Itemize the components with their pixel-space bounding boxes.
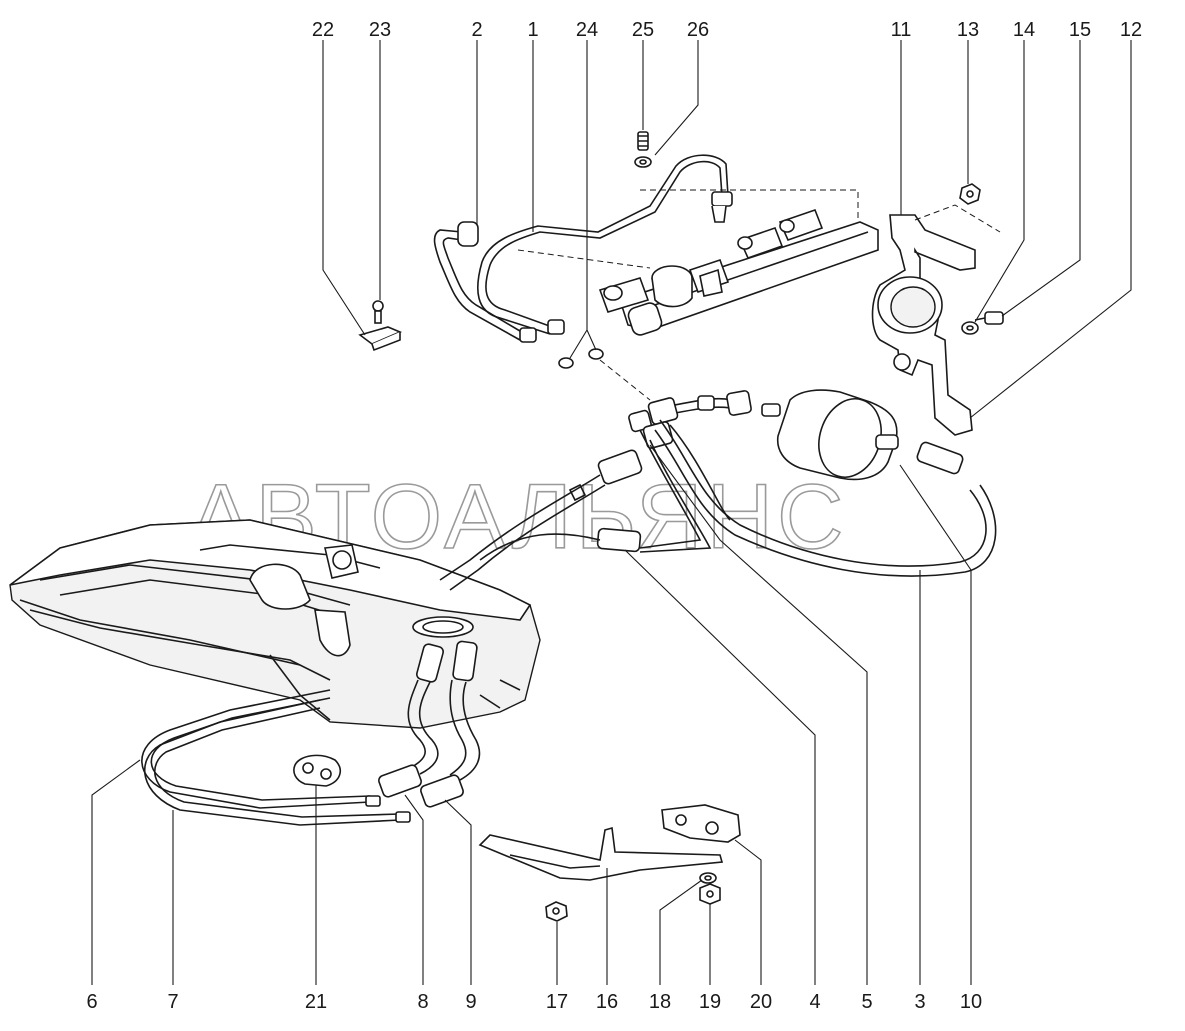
bolt-15 — [974, 311, 1004, 325]
fuel-pipe-1 — [476, 154, 733, 335]
clip-20 — [661, 804, 741, 843]
callout-11: 11 — [891, 19, 912, 41]
washer-18 — [699, 872, 717, 884]
fuel-pipe-2 — [433, 221, 537, 343]
fuel-lines-6-7 — [141, 689, 411, 826]
fuel-tank — [9, 519, 541, 729]
fuel-hoses-front — [439, 390, 997, 591]
callout-23: 23 — [369, 19, 391, 41]
nut-13 — [959, 183, 981, 205]
callout-1: 1 — [527, 19, 538, 41]
fuel-hoses-8-9 — [378, 640, 481, 808]
washer-14 — [961, 321, 979, 335]
callout-9: 9 — [465, 991, 476, 1013]
bolt-25 — [637, 131, 649, 151]
pressure-regulator — [651, 265, 723, 308]
callout-22: 22 — [312, 19, 334, 41]
callout-25: 25 — [632, 19, 654, 41]
callout-24: 24 — [576, 19, 598, 41]
callout-18: 18 — [649, 991, 671, 1013]
callout-12: 12 — [1120, 19, 1142, 41]
callouts-top: 22 23 2 1 24 25 26 11 13 14 15 12 — [312, 19, 1142, 41]
callout-5: 5 — [861, 991, 872, 1013]
callout-21: 21 — [305, 991, 327, 1013]
seal-rings-24 — [558, 348, 651, 401]
fuel-rail-assembly — [517, 189, 879, 336]
washer-26 — [634, 156, 652, 168]
leader-lines — [91, 40, 1132, 985]
callout-17: 17 — [546, 991, 568, 1013]
callout-7: 7 — [167, 991, 178, 1013]
callout-14: 14 — [1013, 19, 1035, 41]
callout-16: 16 — [596, 991, 618, 1013]
filter-bracket — [871, 204, 1001, 436]
callout-3: 3 — [914, 991, 925, 1013]
nut-17 — [545, 901, 568, 922]
callout-4: 4 — [809, 991, 820, 1013]
callouts-bottom: 6 7 21 8 9 17 16 18 19 20 4 5 3 10 — [86, 991, 982, 1013]
bracket-22-23 — [358, 300, 403, 352]
clip-21 — [293, 754, 342, 787]
nut-19 — [699, 883, 721, 905]
callout-2: 2 — [471, 19, 482, 41]
callout-19: 19 — [699, 991, 721, 1013]
callout-6: 6 — [86, 991, 97, 1013]
callout-10: 10 — [960, 991, 982, 1013]
callout-15: 15 — [1069, 19, 1091, 41]
callout-20: 20 — [750, 991, 772, 1013]
fuel-filter — [761, 389, 899, 481]
callout-13: 13 — [957, 19, 979, 41]
bracket-16 — [478, 826, 724, 881]
callout-26: 26 — [687, 19, 709, 41]
callout-8: 8 — [417, 991, 428, 1013]
